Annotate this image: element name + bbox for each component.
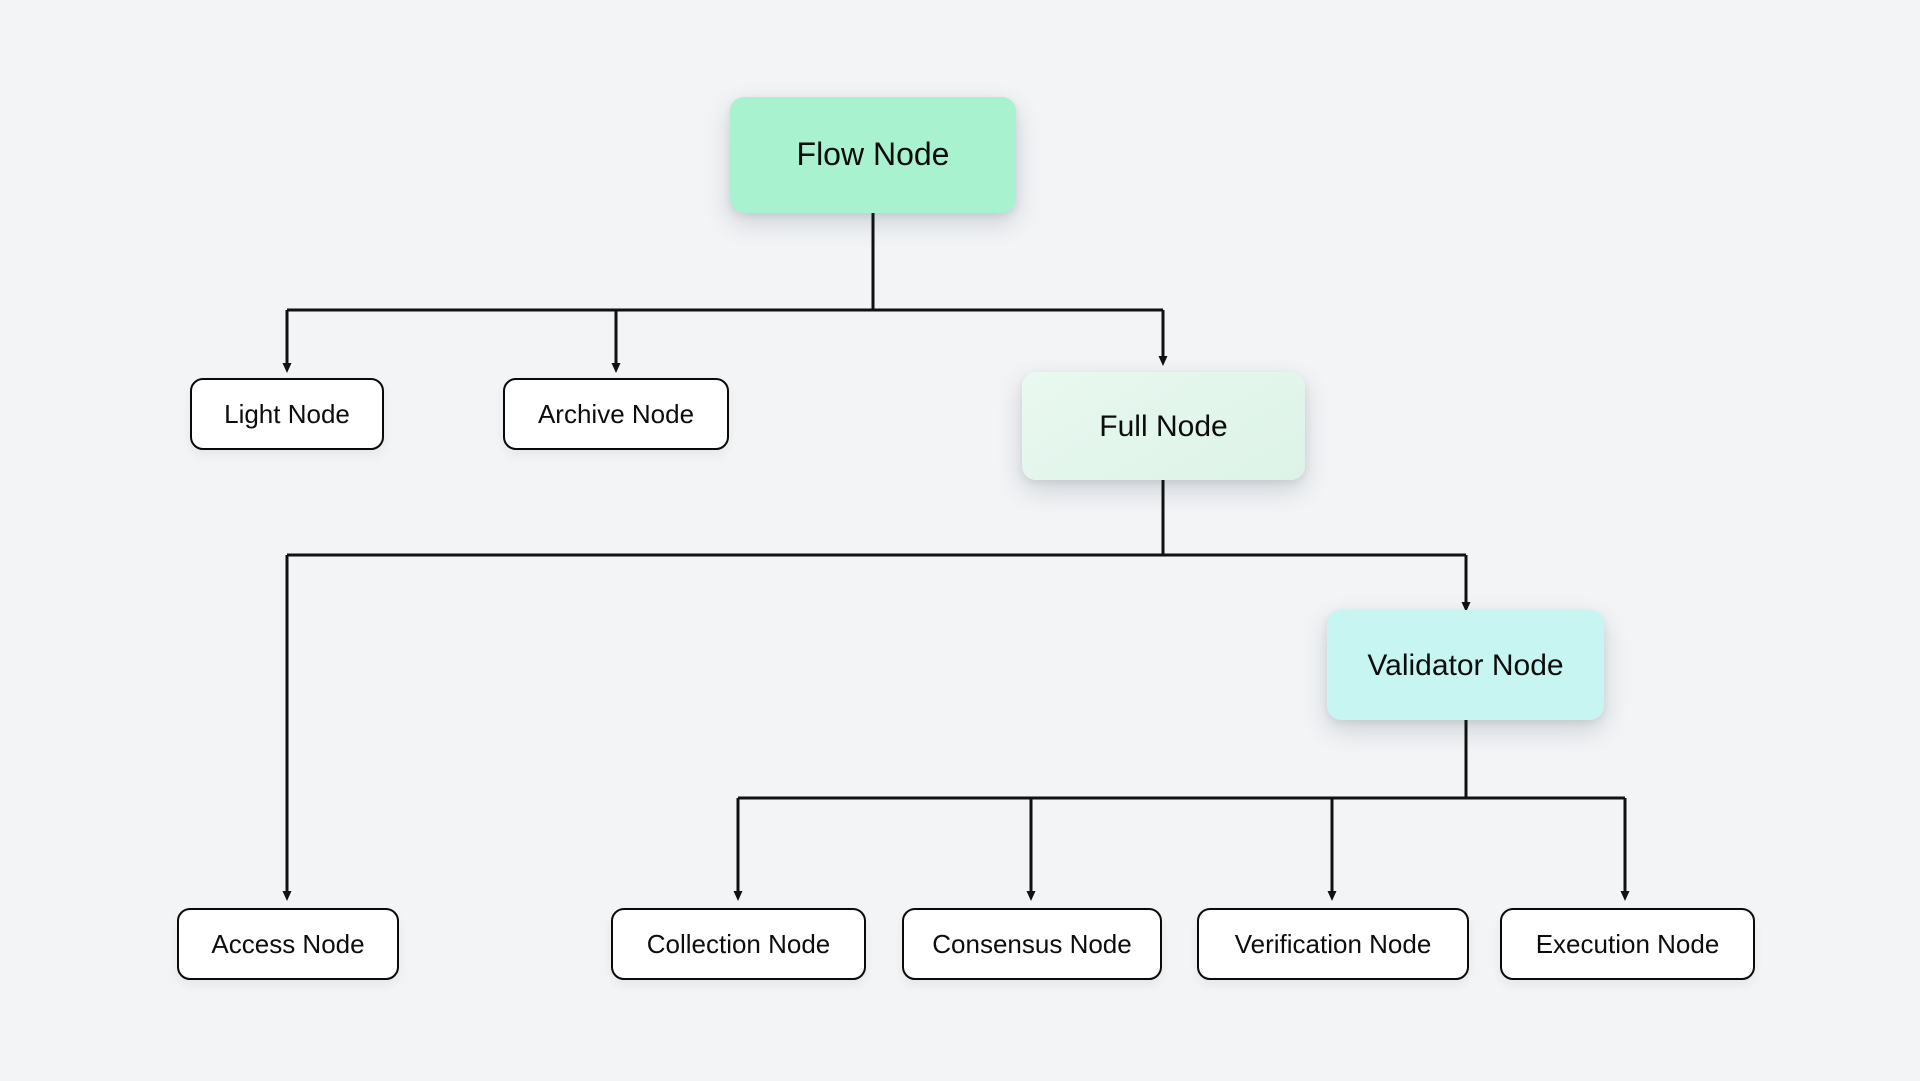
edge-full-to-children <box>282 480 1471 901</box>
edge-flow-to-children <box>282 213 1168 373</box>
node-consensus-label: Consensus Node <box>932 928 1132 959</box>
node-access[interactable]: Access Node <box>177 908 399 980</box>
node-verification-label: Verification Node <box>1234 928 1432 959</box>
node-collection-label: Collection Node <box>646 928 831 959</box>
node-execution[interactable]: Execution Node <box>1500 908 1755 980</box>
node-full-label: Full Node <box>1099 409 1228 443</box>
node-execution-label: Execution Node <box>1535 928 1720 959</box>
node-verification[interactable]: Verification Node <box>1197 908 1469 980</box>
node-light-label: Light Node <box>224 398 350 429</box>
node-archive-label: Archive Node <box>537 398 695 429</box>
node-consensus[interactable]: Consensus Node <box>902 908 1162 980</box>
node-access-label: Access Node <box>211 928 365 959</box>
node-full[interactable]: Full Node <box>1022 372 1305 480</box>
node-validator[interactable]: Validator Node <box>1327 610 1604 720</box>
node-light[interactable]: Light Node <box>190 378 384 450</box>
node-flow-label: Flow Node <box>796 136 950 173</box>
node-archive[interactable]: Archive Node <box>503 378 729 450</box>
node-collection[interactable]: Collection Node <box>611 908 866 980</box>
edge-validator-to-children <box>733 720 1630 901</box>
node-flow[interactable]: Flow Node <box>730 97 1016 213</box>
node-validator-label: Validator Node <box>1367 648 1564 682</box>
